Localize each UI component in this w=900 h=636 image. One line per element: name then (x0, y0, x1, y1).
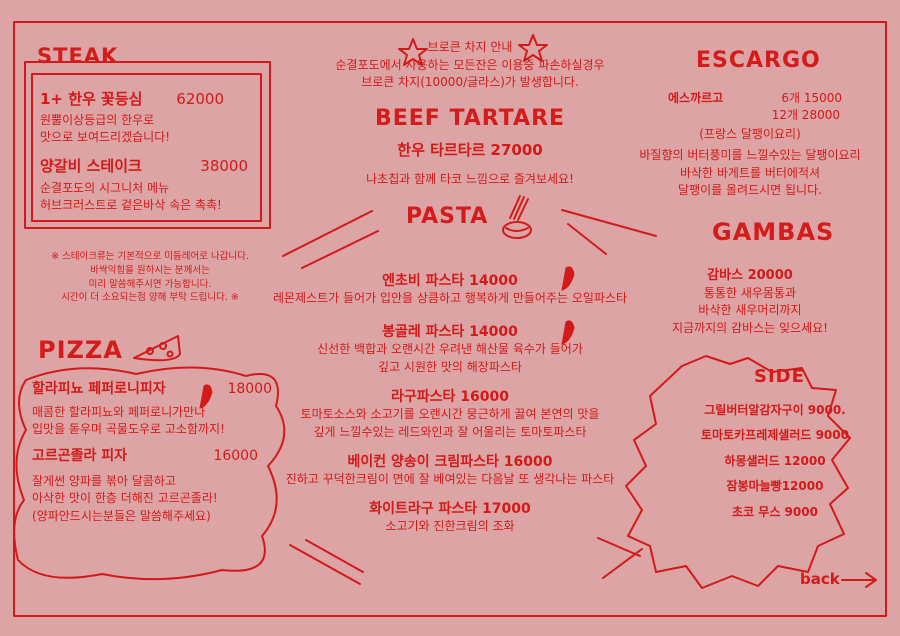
pizza-title: PIZZA (38, 336, 123, 364)
side-item-2: 토마토카프레제샐러드 9000 (701, 428, 849, 443)
pizza-item-2: 고르곤졸라 피자 16000 (32, 445, 272, 465)
steak-note-2: 바싹익힘을 원하시는 분께서는 (90, 264, 210, 276)
steak-item-1-price: 62000 (176, 90, 224, 108)
escargo-origin: (프랑스 달팽이요리) (699, 127, 801, 141)
tartare-section: BEEF TARTARE 한우 타르타르 27000 나초칩과 함께 타코 느낌… (300, 106, 640, 187)
pasta-item-2-desc-2: 깊고 시원한 맛의 해장파스타 (378, 359, 522, 374)
steak-note-4: 시간이 더 소요되는점 양해 부탁 드립니다. ※ (61, 292, 239, 304)
gambas-desc-1: 통통한 새우몸통과 (703, 286, 797, 300)
pasta-item-5-name: 화이트라구 파스타 17000 (369, 501, 531, 518)
side-item-3: 하몽샐러드 12000 (724, 453, 826, 468)
pasta-item-3: 라구파스타 16000 토마토소스와 소고기를 오랜시간 뭉근하게 끓여 본연의… (270, 386, 630, 441)
tartare-title: BEEF TARTARE (374, 106, 566, 131)
side-item-5: 초코 무스 9000 (732, 504, 818, 519)
pasta-item-1-desc-1: 레몬제스트가 들어가 입안을 상큼하고 행복하게 만들어주는 오일파스타 (272, 291, 628, 305)
escargo-price-1: 6개 15000 (781, 91, 842, 105)
escargo-desc-2: 바삭한 바게트를 버터에적셔 (679, 165, 821, 180)
escargo-name: 에스까르고 (668, 91, 724, 105)
steak-item-2-desc-1: 순결포도의 시그니처 메뉴 (40, 180, 170, 195)
pasta-item-5: 화이트라구 파스타 17000 소고기와 진한크림의 조화 (270, 498, 630, 535)
gambas-title: GAMBAS (712, 218, 835, 246)
side-item-4: 잠봉마늘빵12000 (726, 479, 824, 494)
pizza-item-2-desc-1: 잘게썬 양파를 볶아 달콤하고 (32, 473, 176, 488)
pasta-title: PASTA (406, 204, 489, 229)
pasta-item-2-desc-1: 신선한 백합과 오랜시간 우려낸 해산물 육수가 들어가 (317, 342, 583, 357)
pasta-item-4-name: 베이컨 양송이 크림파스타 16000 (347, 453, 553, 470)
pizza-item-2-name: 고르곤졸라 피자 (32, 447, 128, 464)
steak-item-1: 1+ 한우 꽃등심 62000 (40, 88, 254, 109)
pizza-item-2-desc-3: (양파안드시는분들은 말씀해주세요) (32, 508, 211, 523)
side-item-1: 그릴버터알감자구이 9000. (704, 403, 846, 417)
escargo-price-2: 12개 28000 (771, 108, 840, 122)
steak-notes: ※ 스테이크류는 기본적으로 미듐레어로 나갑니다. 바싹익힘을 원하시는 분께… (20, 250, 280, 305)
pasta-item-5-desc-1: 소고기와 진한크림의 조화 (385, 519, 515, 534)
side-section: 그릴버터알감자구이 9000. 토마토카프레제샐러드 9000 하몽샐러드 12… (680, 402, 870, 521)
steak-item-1-desc-2: 맛으로 보여드리겠습니다! (40, 130, 171, 145)
steak-note-1: ※ 스테이크류는 기본적으로 미듐레어로 나갑니다. (51, 251, 249, 262)
side-title: SIDE (754, 366, 805, 387)
gambas-desc-2: 바삭한 새우머리까지 (698, 303, 802, 318)
steak-item-1-desc-1: 원뿔이상등급의 한우로 (40, 113, 155, 127)
steak-item-2-price: 38000 (200, 156, 248, 175)
pizza-item-1-desc-2: 입맛을 돋우며 곡물도우로 고소함까지! (32, 422, 225, 437)
steak-section: 1+ 한우 꽃등심 62000 원뿔이상등급의 한우로 맛으로 보여드리겠습니다… (40, 88, 254, 215)
pasta-item-3-desc-2: 깊게 느낄수있는 레드와인과 잘 어울리는 토마토파스타 (313, 424, 587, 439)
back-button[interactable]: back (800, 570, 840, 588)
pasta-item-2-name: 봉골레 파스타 14000 (382, 324, 518, 341)
broken-charge-line-2: 브로큰 차지(10000/글라스)가 발생합니다. (361, 75, 579, 90)
broken-charge-title: 브로큰 차지 안내 (427, 40, 513, 54)
pasta-item-4-desc-1: 진하고 꾸덕한크림이 면에 잘 베여있는 다음날 또 생각나는 파스타 (285, 471, 615, 486)
steak-item-2-name: 양갈비 스테이크 (40, 156, 142, 175)
escargo-desc-1: 바질향의 버터풍미를 느낄수있는 달팽이요리 (639, 148, 861, 163)
gambas-desc-3: 지금까지의 감바스는 잊으세요! (672, 320, 828, 335)
gambas-name: 감바스 20000 (707, 268, 793, 283)
gambas-section: 감바스 20000 통통한 새우몸통과 바삭한 새우머리까지 지금까지의 감바스… (630, 264, 870, 337)
pasta-section: 엔초비 파스타 14000 레몬제스트가 들어가 입안을 상큼하고 행복하게 만… (270, 270, 630, 536)
pasta-item-1: 엔초비 파스타 14000 레몬제스트가 들어가 입안을 상큼하고 행복하게 만… (270, 270, 630, 307)
steak-item-1-name: 1+ 한우 꽃등심 (40, 90, 143, 108)
escargo-section: (프랑스 달팽이요리) 바질향의 버터풍미를 느낄수있는 달팽이요리 바삭한 바… (620, 126, 880, 200)
pasta-item-4: 베이컨 양송이 크림파스타 16000 진하고 꾸덕한크림이 면에 잘 베여있는… (270, 451, 630, 488)
steak-note-3: 미리 말씀해주시면 가능합니다. (88, 278, 212, 290)
pizza-item-2-price: 16000 (213, 447, 258, 464)
tartare-name: 한우 타르타르 27000 (397, 141, 543, 159)
escargo-desc-3: 달팽이를 올려드시면 됩니다. (678, 183, 822, 198)
escargo-title: ESCARGO (696, 48, 821, 73)
pasta-item-2: 봉골레 파스타 14000 신선한 백합과 오랜시간 우려낸 해산물 육수가 들… (270, 321, 630, 376)
pizza-item-1-price: 18000 (227, 381, 272, 397)
pizza-item-1-name: 할라피뇨 페퍼로니피자 (32, 381, 166, 397)
pizza-section: 할라피뇨 페퍼로니피자 18000 매콤한 할라피뇨와 페퍼로니가만나 입맛을 … (32, 378, 272, 525)
broken-charge-section: 브로큰 차지 안내 순결포도에서 사용하는 모든잔은 이용중 파손하실경우 브로… (300, 38, 640, 92)
steak-item-2: 양갈비 스테이크 38000 (40, 155, 254, 176)
pizza-item-1-desc-1: 매콤한 할라피뇨와 페퍼로니가만나 (32, 405, 206, 419)
pizza-item-1: 할라피뇨 페퍼로니피자 18000 (32, 378, 272, 398)
pizza-item-2-desc-2: 아삭한 맛이 한층 더해진 고르곤졸라! (32, 491, 218, 506)
tartare-desc: 나초칩과 함께 타코 느낌으로 즐겨보세요! (366, 172, 574, 186)
steak-title: STEAK (37, 44, 119, 68)
pasta-item-3-name: 라구파스타 16000 (391, 389, 509, 406)
pasta-item-3-desc-1: 토마토소스와 소고기를 오랜시간 뭉근하게 끓여 본연의 맛을 (300, 407, 600, 422)
pasta-item-1-name: 엔초비 파스타 14000 (382, 273, 518, 289)
broken-charge-line-1: 순결포도에서 사용하는 모든잔은 이용중 파손하실경우 (335, 58, 605, 72)
steak-item-2-desc-2: 허브크러스트로 겉은바삭 속은 촉촉! (40, 198, 222, 213)
